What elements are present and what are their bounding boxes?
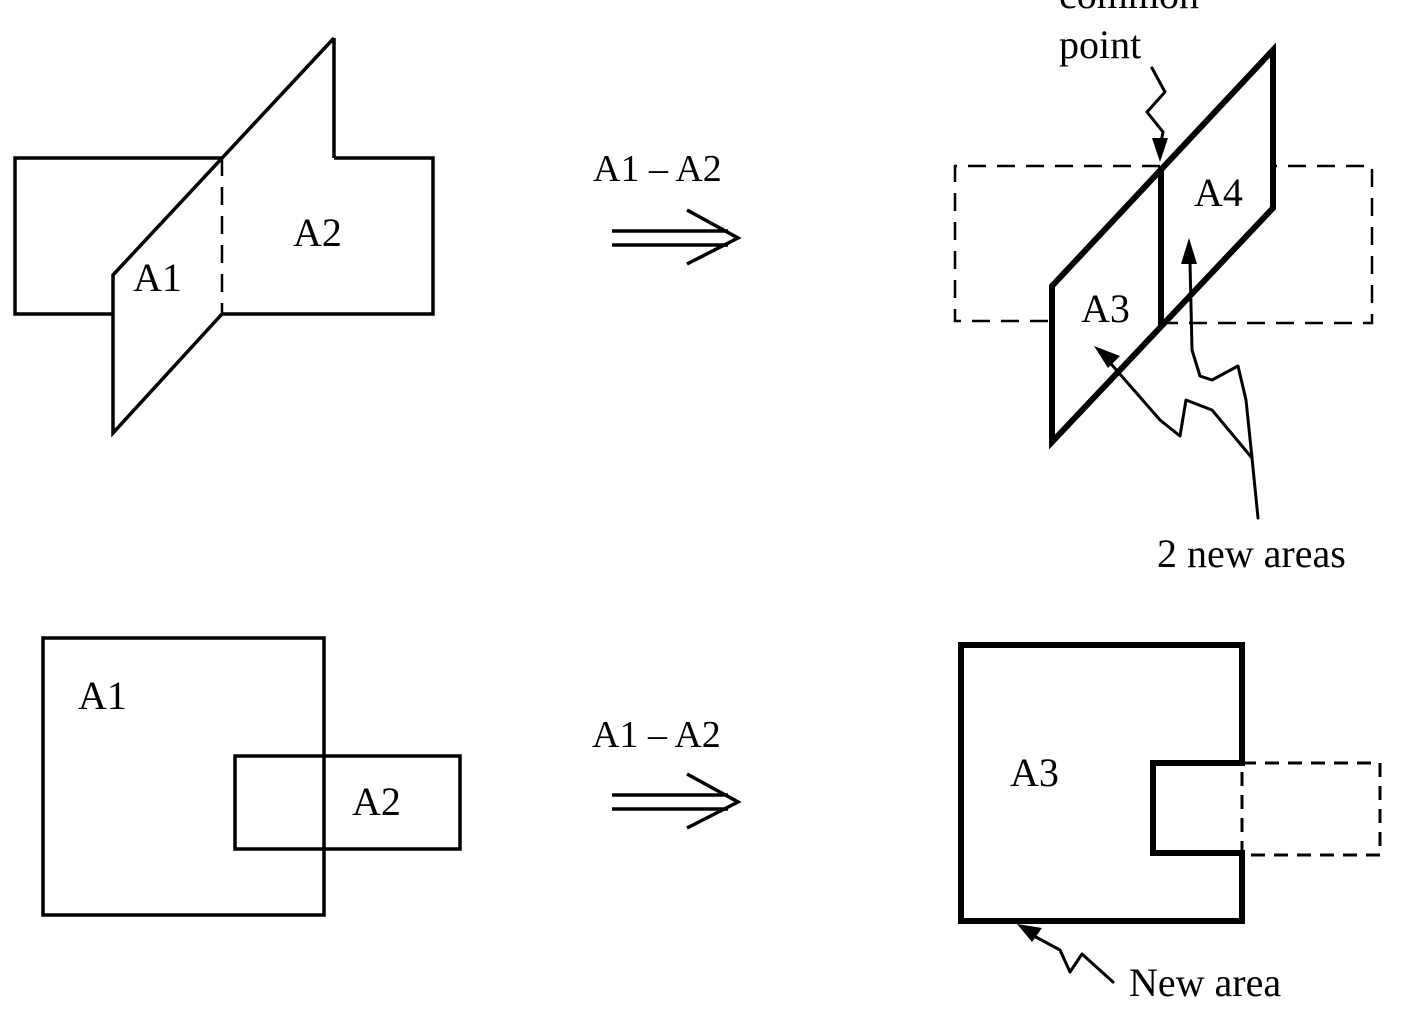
bottom-operation-label: A1 – A2 — [592, 714, 721, 756]
new-areas-arrowhead-a4-icon — [1181, 238, 1197, 264]
bottom-right-figure: A3 New area — [958, 642, 1382, 1005]
bottom-right-removed-a2-outline — [1240, 761, 1382, 857]
new-area-label: New area — [1129, 960, 1281, 1005]
bottom-right-a3-outline — [958, 642, 1245, 924]
bottom-implies-arrow-icon — [612, 772, 742, 830]
top-right-figure: A3 A4 common point 2 new areas — [953, 0, 1374, 576]
bottom-operation: A1 – A2 — [592, 714, 742, 830]
bottom-left-a2-rect — [233, 754, 462, 851]
bottom-left-a1-rect — [41, 636, 326, 917]
bottom-left-a1-label: A1 — [78, 673, 127, 718]
common-point-label-line1: common — [1059, 0, 1199, 17]
new-areas-leader-to-a4 — [1188, 260, 1254, 460]
top-right-new-areas-outline — [1049, 42, 1276, 450]
bottom-right-a3-label: A3 — [1010, 750, 1059, 795]
new-areas-label: 2 new areas — [1157, 531, 1346, 576]
top-left-a1-plane — [111, 36, 336, 438]
common-point-arrowhead-icon — [1152, 138, 1168, 162]
new-areas-arrowhead-a3-icon — [1094, 346, 1120, 368]
new-area-arrowhead-icon — [1017, 924, 1042, 942]
common-point-leader — [1145, 66, 1167, 150]
new-areas-leader-to-a3 — [1110, 363, 1260, 520]
bottom-left-figure: A1 A2 — [41, 636, 462, 917]
top-right-a4-label: A4 — [1194, 170, 1243, 215]
top-operation-label: A1 – A2 — [593, 148, 722, 190]
top-right-a3-label: A3 — [1081, 286, 1130, 331]
top-left-a2-label: A2 — [293, 210, 342, 255]
common-point-label-line2: point — [1059, 22, 1141, 67]
top-right-removed-a2-outline — [953, 164, 1374, 325]
bottom-left-a2-label: A2 — [352, 779, 401, 824]
top-implies-arrow-icon — [612, 208, 742, 266]
top-operation: A1 – A2 — [593, 148, 742, 266]
top-left-figure: A1 A2 — [13, 36, 435, 438]
top-left-a2-plane — [13, 156, 435, 316]
new-area-leader — [1032, 934, 1115, 984]
top-left-a1-label: A1 — [133, 255, 182, 300]
